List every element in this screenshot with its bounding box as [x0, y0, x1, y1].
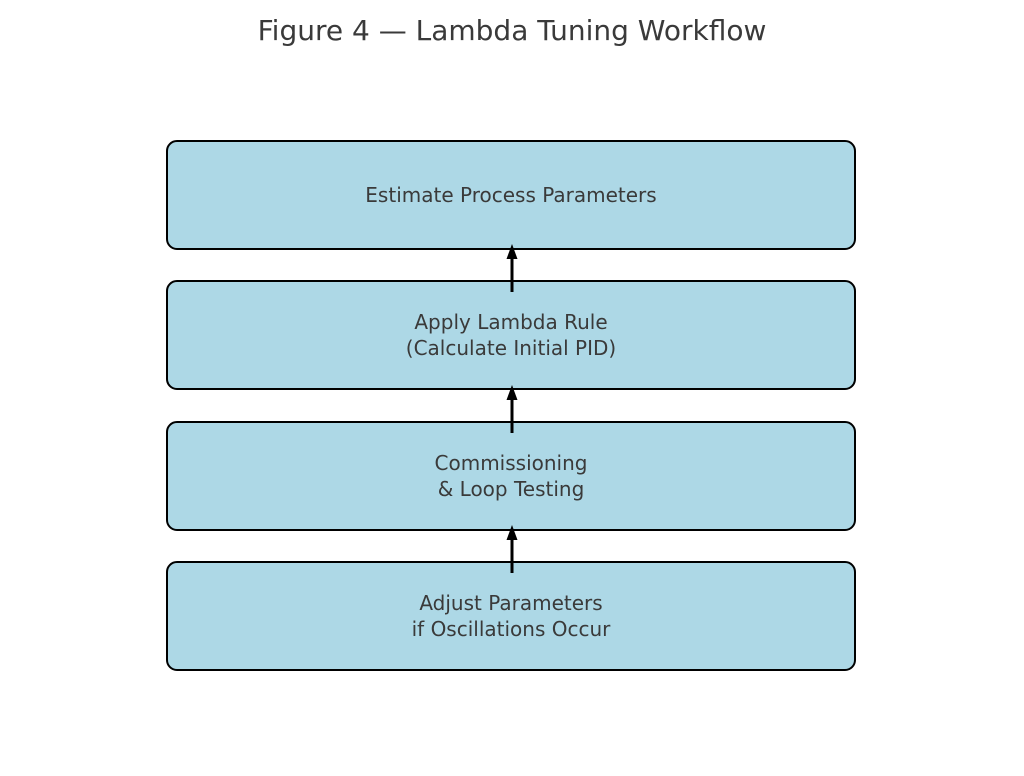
node-label-apply-lambda-rule: Apply Lambda Rule (Calculate Initial PID…: [405, 310, 617, 360]
flow-node-estimate-process-parameters: Estimate Process Parameters: [166, 140, 856, 250]
flow-node-adjust-parameters: Adjust Parameters if Oscillations Occur: [166, 561, 856, 671]
flow-node-commissioning-loop-testing: Commissioning & Loop Testing: [166, 421, 856, 531]
node-label-adjust-parameters: Adjust Parameters if Oscillations Occur: [411, 591, 611, 641]
figure-title: Figure 4 — Lambda Tuning Workflow: [257, 14, 767, 47]
node-label-estimate-process-parameters: Estimate Process Parameters: [365, 183, 657, 207]
flow-node-apply-lambda-rule: Apply Lambda Rule (Calculate Initial PID…: [166, 280, 856, 390]
node-label-commissioning-loop-testing: Commissioning & Loop Testing: [434, 451, 588, 501]
